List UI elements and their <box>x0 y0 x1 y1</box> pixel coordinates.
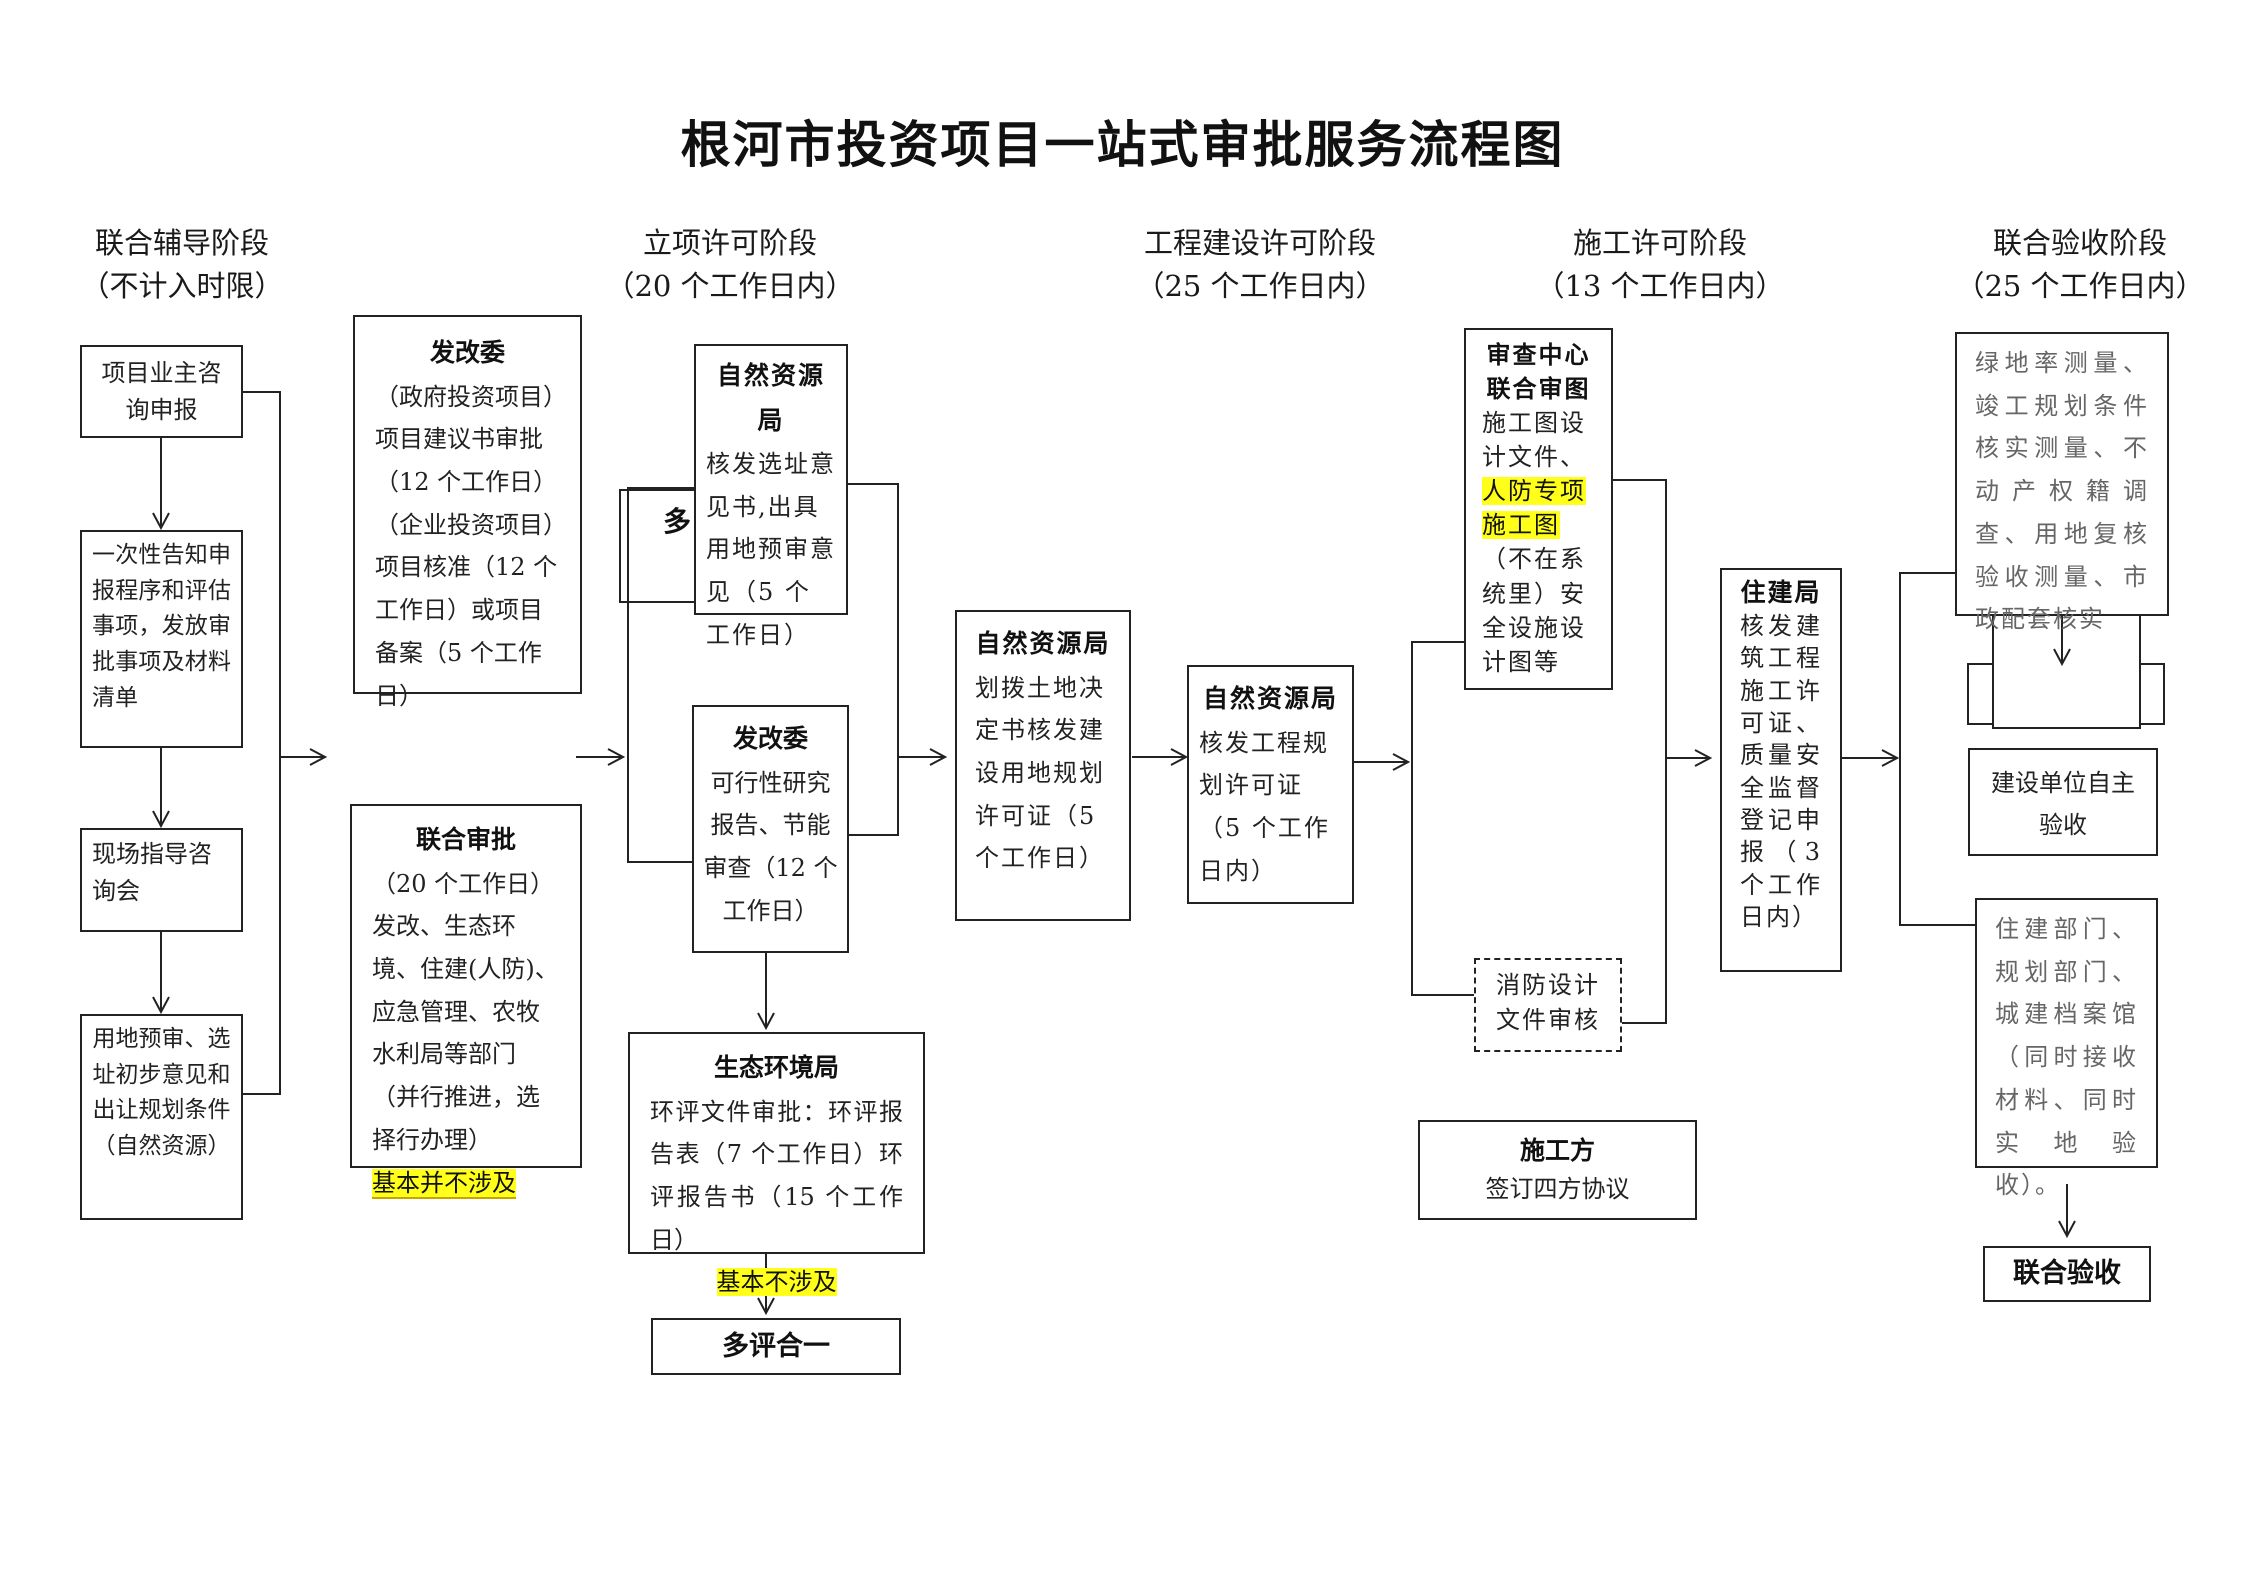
highlight-note: 施工图 <box>1482 511 1560 540</box>
box-header: 自然资源局 <box>1202 684 1338 713</box>
stage-header-acceptance: 联合验收阶段 （25 个工作日内） <box>1950 222 2210 308</box>
box-header: 发改委 <box>429 338 505 367</box>
review-text-2: （不在系统里）安全设施设计图等 <box>1482 545 1586 676</box>
box-contractor: 施工方 签订四方协议 <box>1418 1120 1697 1220</box>
stage-limit: （20 个工作日内） <box>605 269 855 303</box>
joint-review-body: （20 个工作日）发改、生态环境、住建(人防)、应急管理、农牧水利局等部门（并行… <box>372 869 559 1154</box>
page-title: 根河市投资项目一站式审批服务流程图 <box>680 115 1565 174</box>
box-fgw-project: 发改委 （政府投资项目） 项目建议书审批 （12 个工作日） （企业投资项目） … <box>353 315 582 710</box>
step-notify: 一次性告知申报程序和评估事项，发放审批事项及材料清单 <box>80 530 243 748</box>
box-housing-bureau: 住建局 核发建筑工程施工许可证、质量安全监督登记申报（3 个工作日内） <box>1720 568 1842 972</box>
box-nrb-engineering: 自然资源局 核发工程规划许可证（5 个工作日内） <box>1187 665 1354 904</box>
box-header: 发改委 <box>732 724 808 753</box>
stage-limit: （不计入时限） <box>80 269 284 303</box>
box-review-center: 审查中心 联合审图 施工图设计文件、 人防专项 施工图 （不在系统里）安全设施设… <box>1464 328 1613 690</box>
box-header: 施工方 <box>1519 1136 1595 1165</box>
multi-mark: 多 <box>663 505 692 538</box>
highlight-note: 人防专项 <box>1482 477 1586 506</box>
nrb-land-body: 划拨土地决定书核发建设用地规划许可证（5 个工作日） <box>975 673 1105 873</box>
fire-text: 消防设计文件审核 <box>1496 971 1600 1034</box>
box-fire-review: 消防设计文件审核 <box>1474 958 1622 1052</box>
box-survey: 绿地率测量、竣工规划条件核实测量、不动产权籍调查、用地复核验收测量、市政配套核实 <box>1955 332 2169 633</box>
box-header: 审查中心 <box>1486 340 1591 369</box>
box-joint-review: 联合审批 （20 个工作日）发改、生态环境、住建(人防)、应急管理、农牧水利局等… <box>350 804 582 1199</box>
stage-name: 施工许可阶段 <box>1572 226 1747 260</box>
review-text-1: 施工图设计文件、 <box>1482 409 1586 472</box>
box-header: 自然资源局 <box>975 629 1111 658</box>
stage-header-construction: 施工许可阶段 （13 个工作日内） <box>1530 222 1790 308</box>
final-acceptance-box: 联合验收 <box>1983 1246 2151 1302</box>
contractor-body: 签订四方协议 <box>1485 1174 1630 1203</box>
stage-name: 联合辅导阶段 <box>94 226 269 260</box>
stage-name: 工程建设许可阶段 <box>1143 226 1376 260</box>
stage-limit: （25 个工作日内） <box>1135 269 1385 303</box>
step-text: 用地预审、选址初步意见和出让规划条件（自然资源） <box>92 1026 231 1159</box>
corp-invest-label: （企业投资项目） <box>375 510 567 539</box>
proposal-days: （12 个工作日） <box>375 467 558 496</box>
approval-or-record: 项目核准（12 个工作日）或项目备案（5 个工作日） <box>375 553 558 710</box>
step-site-meeting: 现场指导咨询会 <box>80 828 243 932</box>
stage-name: 联合验收阶段 <box>1992 226 2167 260</box>
step-text: 现场指导咨询会 <box>92 840 212 906</box>
step-land-precheck: 用地预审、选址初步意见和出让规划条件（自然资源） <box>80 1014 243 1220</box>
step-text: 一次性告知申报程序和评估事项，发放审批事项及材料清单 <box>92 542 231 711</box>
nrb-eng-body: 核发工程规划许可证（5 个工作日内） <box>1199 728 1330 885</box>
highlight-note: 基本不涉及 <box>716 1268 837 1297</box>
fgw-feasibility-body: 可行性研究报告、节能审查（12 个工作日） <box>703 768 838 925</box>
stage-limit: （13 个工作日内） <box>1535 269 1785 303</box>
box-self-acceptance: 建设单位自主验收 <box>1968 748 2158 856</box>
box-header: 住建局 <box>1740 578 1822 607</box>
box-header: 联合审批 <box>415 825 516 854</box>
multi-eval-box: 多评合一 <box>651 1318 901 1375</box>
box-subheader: 联合审图 <box>1486 374 1591 404</box>
stage-header-guidance: 联合辅导阶段 （不计入时限） <box>62 222 302 308</box>
gov-invest-label: （政府投资项目） <box>375 382 567 411</box>
survey-text: 绿地率测量、竣工规划条件核实测量、不动产权籍调查、用地复核验收测量、市政配套核实 <box>1975 349 2149 634</box>
step-text: 项目业主咨询申报 <box>101 359 222 425</box>
step-consult-apply: 项目业主咨询申报 <box>80 345 243 438</box>
box-nrb-site: 自然资源局 核发选址意见书,出具用地预审意见（5 个工作日） <box>694 344 848 649</box>
nrb-site-body: 核发选址意见书,出具用地预审意见（5 个工作日） <box>706 450 836 649</box>
stage-limit: （25 个工作日内） <box>1955 269 2205 303</box>
box-departments: 住建部门、规划部门、城建档案馆（同时接收材料、同时实地验收）。 <box>1975 898 2158 1199</box>
eco-body: 环评文件审批：环评报告表（7 个工作日）环评报告书（15 个工作日） <box>650 1097 903 1254</box>
box-header: 生态环境局 <box>713 1053 839 1082</box>
housing-body: 核发建筑工程施工许可证、质量安全监督登记申报（3 个工作日内） <box>1740 611 1822 932</box>
box-eco-env: 生态环境局 环评文件审批：环评报告表（7 个工作日）环评报告书（15 个工作日）… <box>628 1032 925 1297</box>
box-fgw-feasibility: 发改委 可行性研究报告、节能审查（12 个工作日） <box>692 705 849 953</box>
self-accept-text: 建设单位自主验收 <box>1991 769 2135 839</box>
box-header: 自然资源局 <box>716 361 825 435</box>
proposal-approval: 项目建议书审批 <box>375 425 543 454</box>
stage-header-approval: 立项许可阶段 （20 个工作日内） <box>600 222 860 308</box>
stage-header-engineering: 工程建设许可阶段 （25 个工作日内） <box>1120 222 1400 308</box>
stage-name: 立项许可阶段 <box>642 226 817 260</box>
depts-text: 住建部门、规划部门、城建档案馆（同时接收材料、同时实地验收）。 <box>1995 915 2138 1200</box>
highlight-note: 基本并不涉及 <box>372 1168 516 1199</box>
box-nrb-land: 自然资源局 划拨土地决定书核发建设用地规划许可证（5 个工作日） <box>955 610 1131 921</box>
